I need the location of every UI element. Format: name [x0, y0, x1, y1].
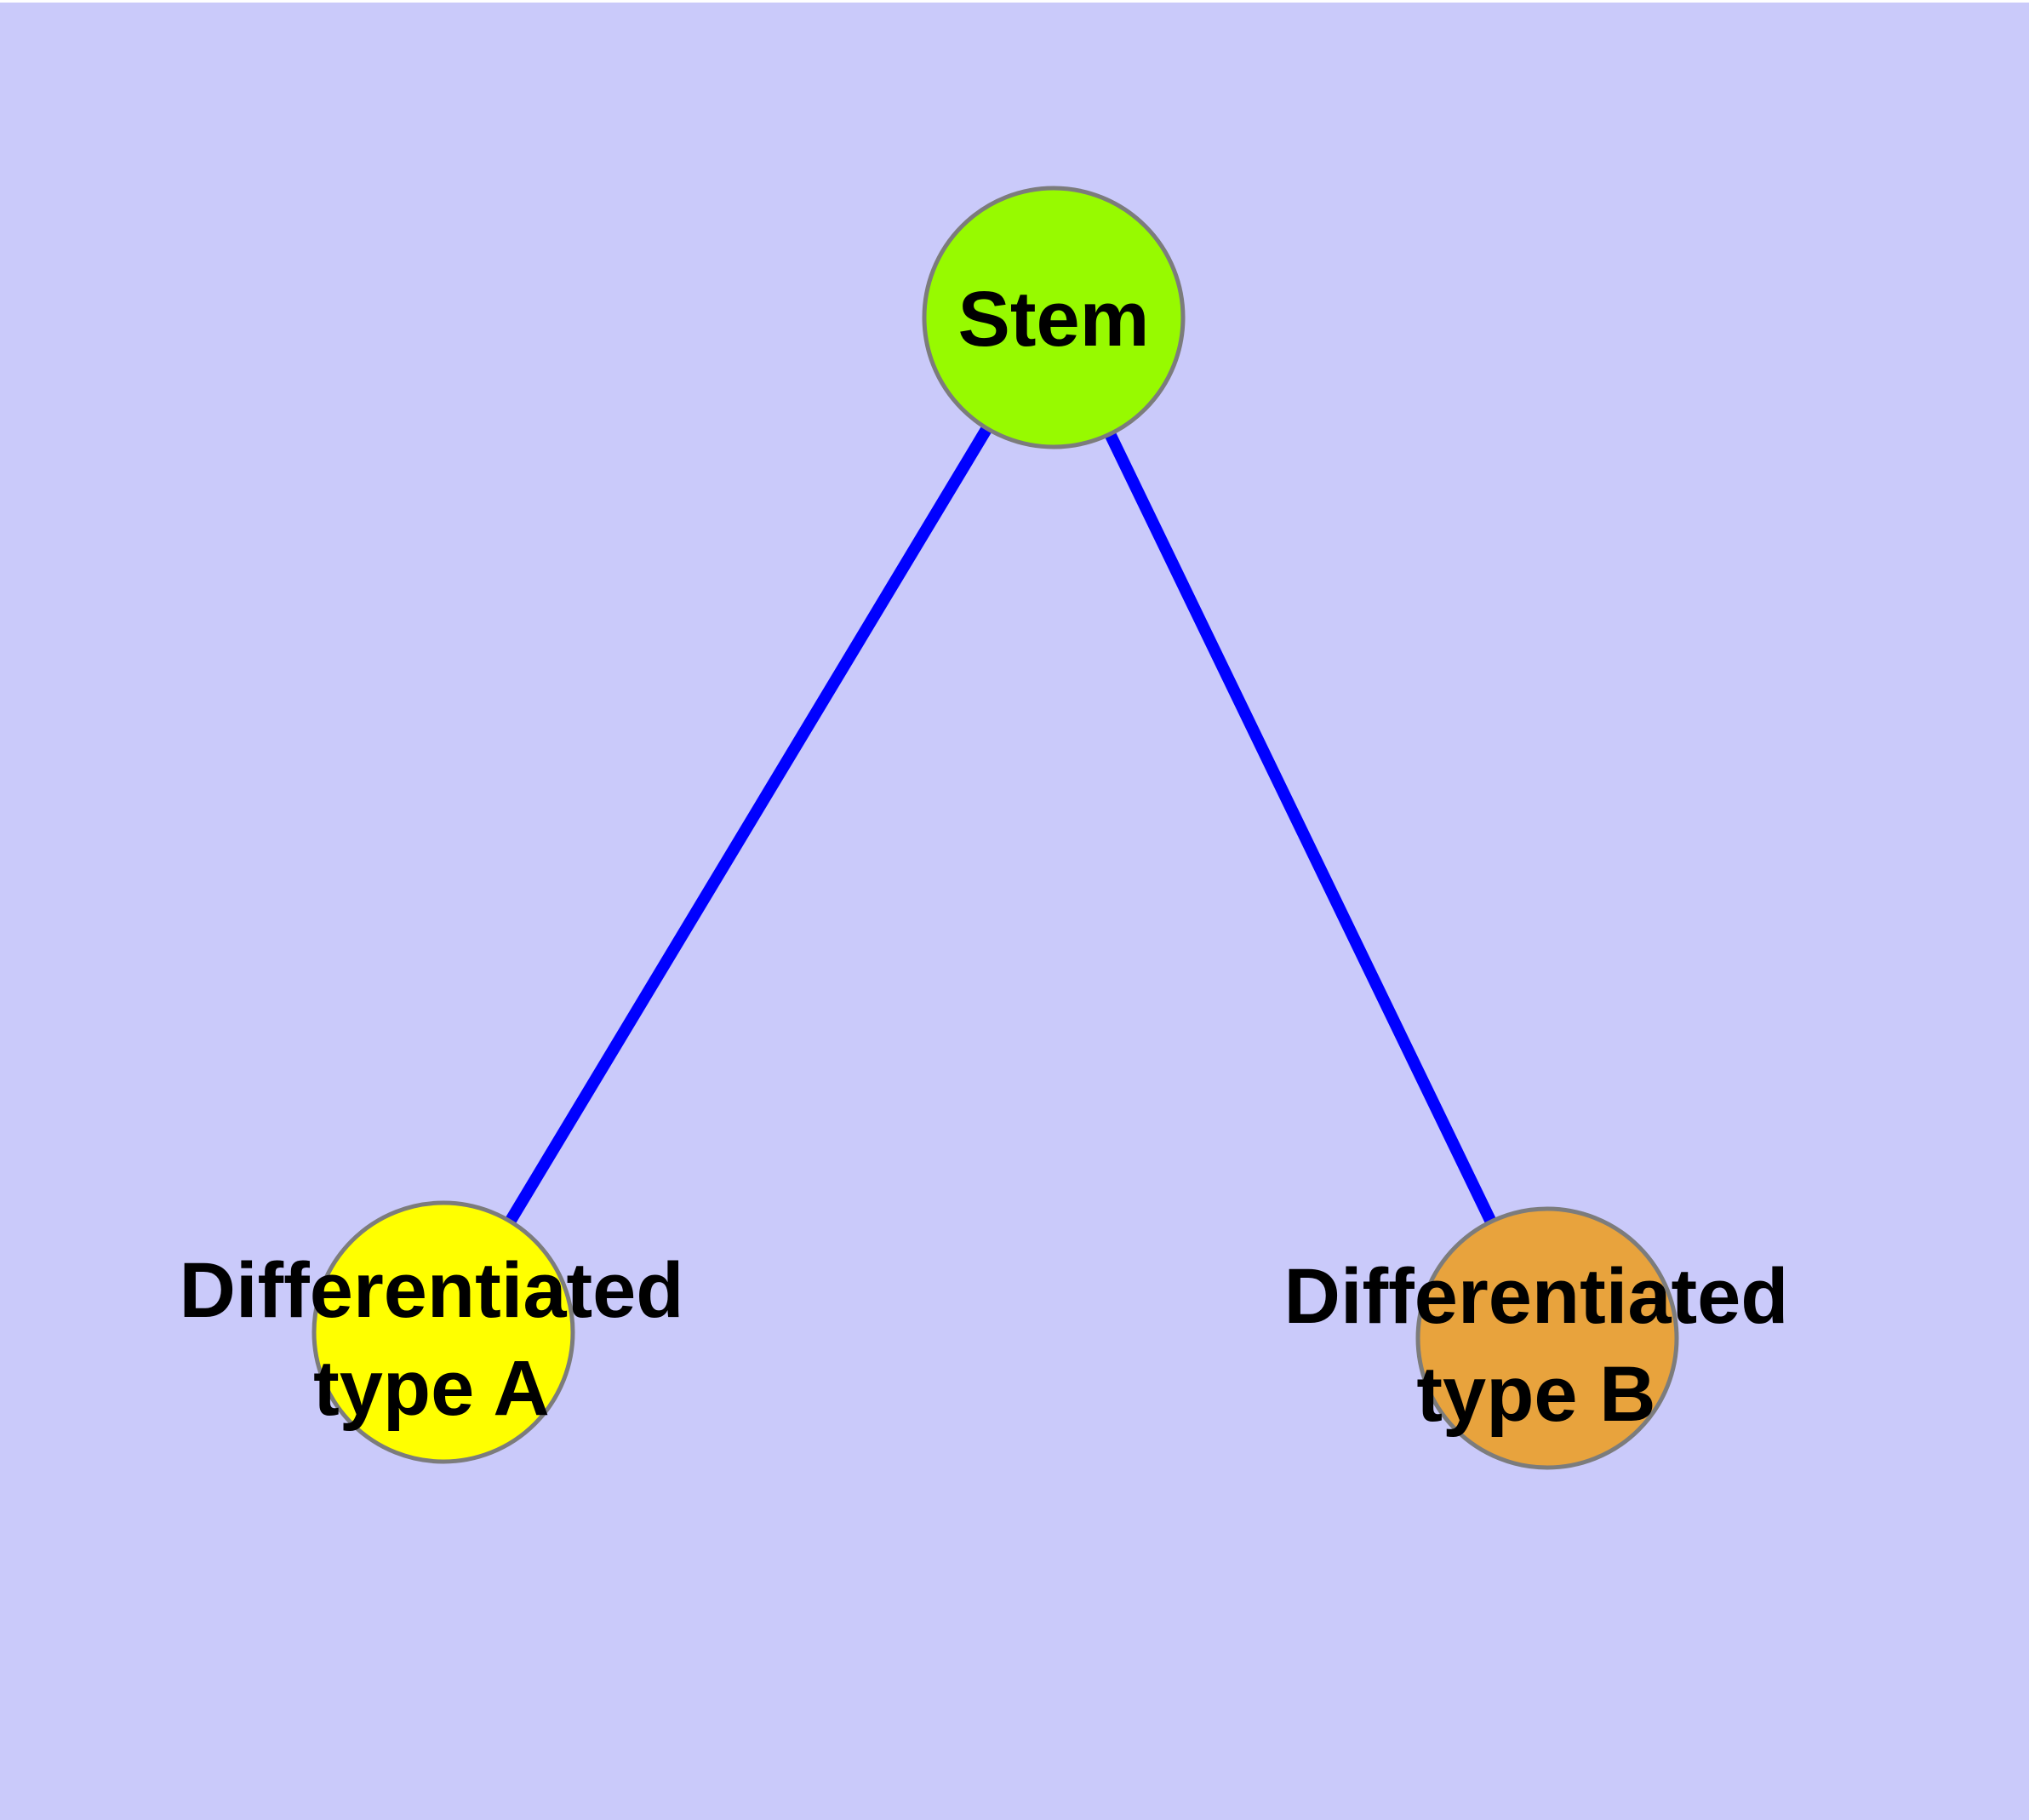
nodes	[311, 186, 1679, 1470]
node-labels: Stem Differentiated type A Differentiate…	[180, 276, 1789, 1438]
stem-node-label: Stem	[958, 276, 1150, 363]
edges	[438, 314, 1553, 1342]
differentiated-type-b-node	[1415, 1206, 1679, 1470]
type-a-node-label-line2: type A	[313, 1345, 550, 1432]
edge-stem-to-type-a	[438, 314, 1059, 1336]
type-a-node-label-line1: Differentiated	[180, 1247, 684, 1334]
stem-node	[922, 186, 1186, 449]
type-b-node-label-line2: type B	[1416, 1351, 1655, 1438]
edge-stem-to-type-b	[1048, 314, 1553, 1342]
type-b-node-label-line1: Differentiated	[1284, 1253, 1789, 1340]
differentiated-type-a-node	[311, 1200, 575, 1464]
